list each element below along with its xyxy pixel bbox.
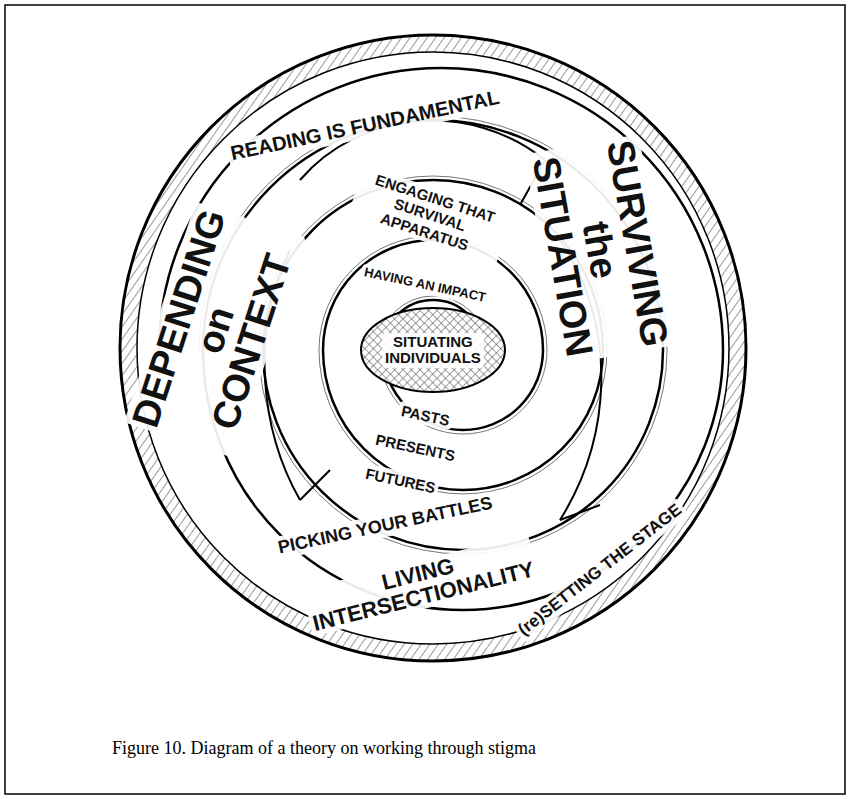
band-label: SITUATING INDIVIDUALS bbox=[382, 333, 484, 368]
spiral-band: SITUATING INDIVIDUALS bbox=[382, 333, 484, 368]
figure-caption: Figure 10. Diagram of a theory on workin… bbox=[112, 738, 536, 759]
